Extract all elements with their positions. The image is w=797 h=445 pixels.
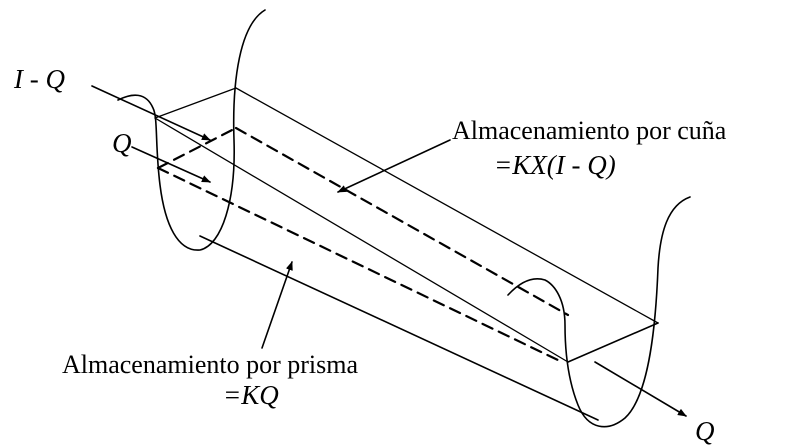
wedge-storage-title: Almacenamiento por cuña (452, 116, 727, 145)
surface-front-edge (154, 117, 569, 363)
outflow-label-left: Q (112, 128, 132, 158)
right-cross-section-curve (507, 196, 691, 428)
wedge-storage-formula: =KX(I - Q) (494, 150, 616, 180)
outflow-arrow-right (594, 361, 687, 417)
left-cross-section-curve (117, 9, 266, 251)
channel-bottom-edge (199, 235, 599, 421)
prism-storage-title: Almacenamiento por prisma (62, 350, 358, 379)
prism-back-dashed (234, 126, 570, 317)
wedge-callout-arrow (337, 139, 451, 193)
surface-left-edge (154, 87, 237, 119)
outflow-label-right: Q (695, 416, 715, 445)
outflow-arrow-left (131, 146, 211, 183)
prism-front-dashed (156, 166, 564, 364)
prism-left-dashed (156, 126, 238, 170)
prism-storage-formula: =KQ (223, 380, 279, 410)
surface-right-edge (567, 322, 659, 363)
surface-back-edge (235, 87, 659, 324)
prism-callout-arrow (261, 261, 293, 349)
inflow-label: I - Q (13, 64, 65, 94)
inflow-arrow (91, 85, 211, 141)
